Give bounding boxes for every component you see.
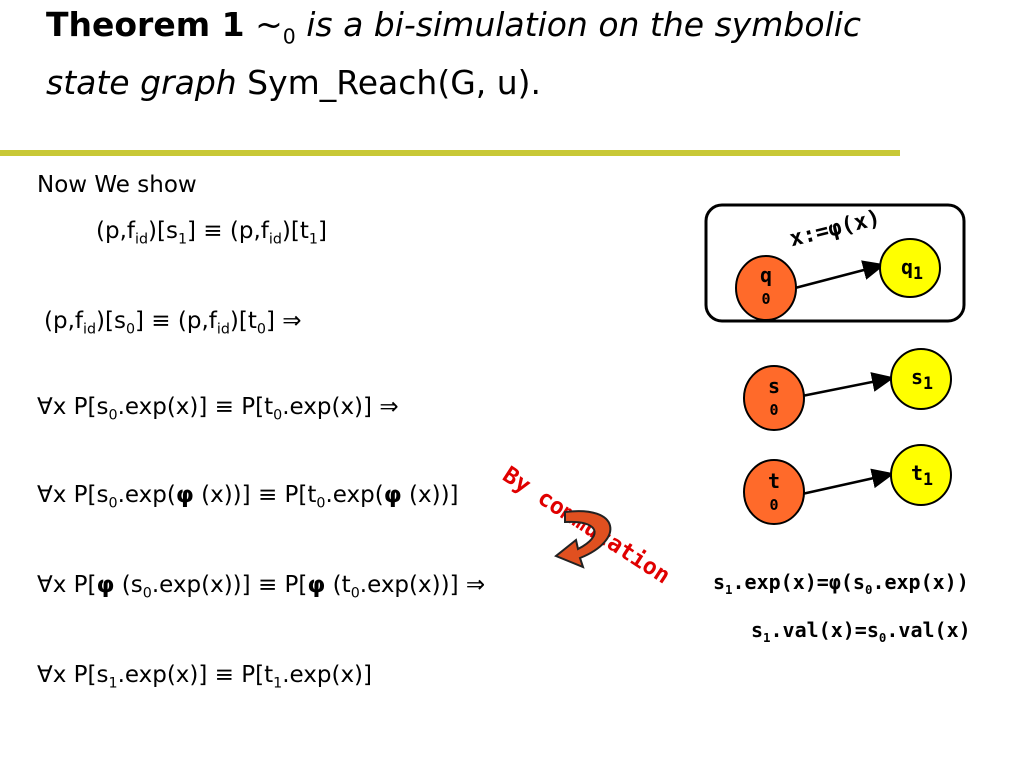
edge-t0-t1 (801, 468, 895, 496)
proof-line-4: ∀x P[s0.exp(φ (x))] ≡ P[t0.exp(φ (x))] (37, 482, 459, 512)
intro-text: Now We show (37, 172, 197, 198)
node-q1-label: q1 (900, 255, 924, 283)
edge-q0-q1 (794, 260, 886, 290)
title-text-a: is a bi-simulation on the symbolic (295, 5, 862, 44)
edge-s0-s1 (801, 372, 895, 398)
proof-line-5: ∀x P[φ (s0.exp(x))] ≡ P[φ (t0.exp(x))] ⇒ (37, 572, 486, 602)
equation-exp: s1.exp(x)=φ(s0.exp(x)) (713, 570, 969, 597)
proof-line-3: ∀x P[s0.exp(x)] ≡ P[t0.exp(x)] ⇒ (37, 394, 399, 424)
node-s0 (743, 365, 805, 431)
node-t1-label: t1 (910, 461, 934, 489)
commutation-arrow-icon (554, 510, 612, 569)
node-t1 (890, 444, 952, 506)
proof-line-1: (p,fid)[s1] ≡ (p,fid)[t1] (96, 218, 327, 248)
automaton-box (704, 203, 966, 323)
title-text-c: Sym_Reach(G, u). (236, 62, 542, 102)
proof-line-2: (p,fid)[s0] ≡ (p,fid)[t0] ⇒ (44, 308, 302, 338)
node-q0 (735, 255, 797, 321)
node-q1 (879, 238, 941, 298)
title-divider (0, 150, 900, 156)
proof-line-6: ∀x P[s1.exp(x)] ≡ P[t1.exp(x)] (37, 662, 373, 692)
title-text-b: state graph (46, 62, 237, 102)
node-s1-label: s1 (910, 365, 934, 393)
node-t0 (743, 459, 805, 525)
theorem-label: Theorem 1 (46, 5, 245, 44)
node-s1 (890, 348, 952, 410)
equation-val: s1.val(x)=s0.val(x) (751, 618, 971, 645)
slide-title: Theorem 1 ~0 is a bi-simulation on the s… (46, 2, 1006, 106)
relation-symbol: ~0 (255, 5, 296, 49)
